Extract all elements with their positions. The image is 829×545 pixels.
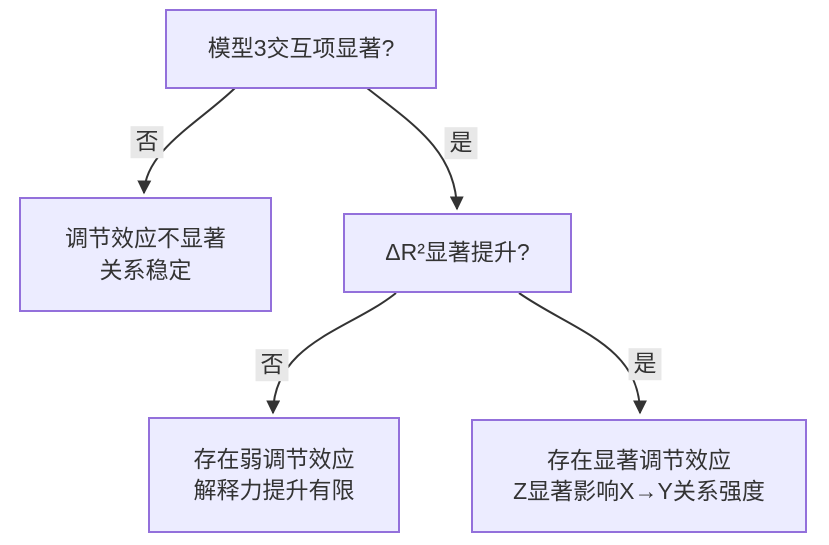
node-text-line: ΔR²显著提升? [385, 239, 530, 266]
node-interaction-significant: 模型3交互项显著? [165, 9, 437, 89]
node-significant-moderation: 存在显著调节效应 Z显著影响X→Y关系强度 [471, 419, 807, 533]
node-text-line: 存在弱调节效应 [193, 445, 355, 472]
node-text-line: Z显著影响X→Y关系强度 [513, 478, 765, 504]
node-text-line: 存在显著调节效应 [547, 446, 731, 473]
edge-label-no-1: 否 [130, 126, 164, 158]
edge-label-yes-2: 是 [628, 348, 662, 380]
node-text-line: 解释力提升有限 [193, 477, 355, 503]
edge-delta-r2-to-weak [266, 292, 397, 415]
node-text-line: 关系稳定 [99, 256, 192, 283]
edge-label-yes-1: 是 [444, 127, 478, 159]
node-delta-r2-question: ΔR²显著提升? [343, 213, 572, 293]
node-text-line: 模型3交互项显著? [207, 35, 395, 62]
edge-root-to-delta-r2 [366, 87, 464, 211]
node-no-moderation: 调节效应不显著 关系稳定 [19, 197, 272, 312]
node-weak-moderation: 存在弱调节效应 解释力提升有限 [148, 417, 400, 533]
edge-delta-r2-to-significant [518, 292, 647, 415]
edge-label-no-2: 否 [255, 349, 289, 381]
node-text-line: 调节效应不显著 [65, 225, 226, 252]
